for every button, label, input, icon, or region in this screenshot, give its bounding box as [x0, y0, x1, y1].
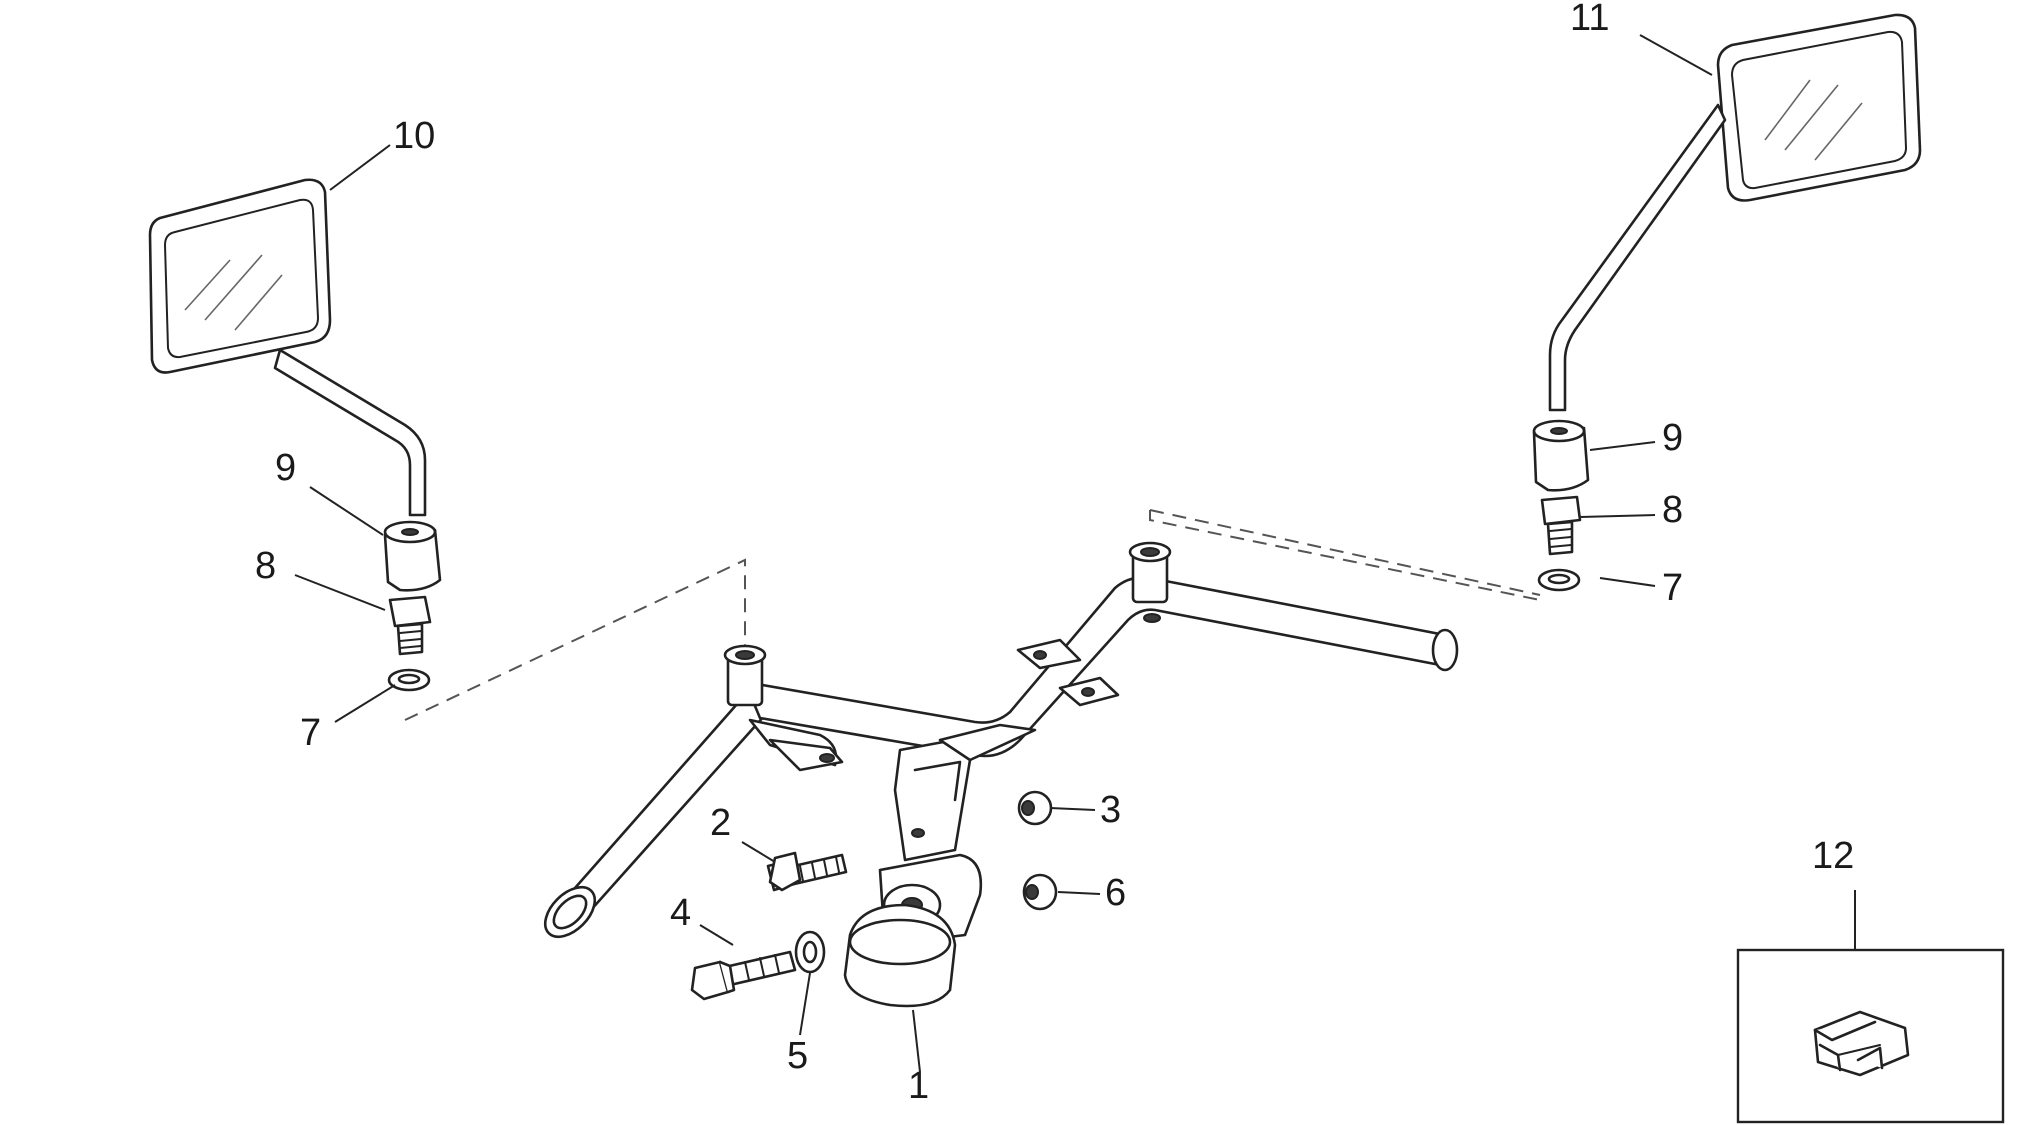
leader-lines: [294, 34, 1856, 1073]
callout-12: 12: [1812, 835, 1854, 877]
adapter-8-right: [1540, 495, 1582, 556]
washer-7-left: [387, 668, 431, 692]
callout-1: 1: [908, 1065, 929, 1107]
mirror-left: [148, 178, 427, 517]
callout-labels: 1 2 3 4 5 6 7 7 8 8 9 9 10 11 12: [255, 0, 1854, 1107]
adapter-8-left: [388, 595, 432, 656]
callout-9-right: 9: [1662, 417, 1683, 459]
washer-5: [794, 930, 826, 974]
nut-6: [1022, 873, 1058, 911]
callout-3: 3: [1100, 789, 1121, 831]
assembly-guide-lines: [404, 509, 1541, 721]
nut-3: [1017, 790, 1053, 826]
callout-7-right: 7: [1662, 567, 1683, 609]
callout-8-right: 8: [1662, 489, 1683, 531]
cap-9-right: [1532, 419, 1590, 492]
callout-9-left: 9: [275, 447, 296, 489]
bolt-2: [766, 851, 848, 892]
callout-11: 11: [1570, 0, 1609, 39]
mirror-right: [1548, 13, 1922, 412]
handlebar: [543, 541, 1459, 939]
inset-12: [1736, 948, 2005, 1124]
callout-5: 5: [787, 1035, 808, 1077]
callout-8-left: 8: [255, 545, 276, 587]
bolt-4: [690, 950, 797, 1001]
callout-6: 6: [1105, 872, 1126, 914]
steering-stem: [843, 723, 1037, 1008]
washer-7-right: [1537, 568, 1581, 592]
cap-9-left: [383, 520, 442, 592]
callout-2: 2: [710, 802, 731, 844]
callout-7-left: 7: [300, 712, 321, 754]
callout-4: 4: [670, 892, 691, 934]
callout-10: 10: [393, 115, 435, 157]
